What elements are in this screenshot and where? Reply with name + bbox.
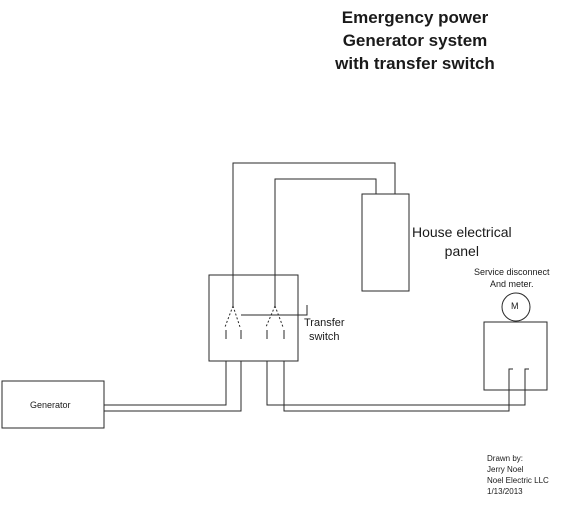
transfer-label-line-2: switch: [308, 331, 340, 343]
wire-service-outer: [283, 361, 513, 412]
transfer-switch-label: Transfer switch: [304, 316, 345, 344]
credit-line-1: Drawn by:: [487, 454, 524, 463]
transfer-label-leader: [241, 305, 308, 316]
switch-blade-left-b: [232, 305, 241, 328]
service-disconnect-label: Service disconnect And meter.: [474, 266, 550, 290]
switch-blade-right-b: [274, 305, 284, 328]
title-line-3: with transfer switch: [335, 54, 495, 73]
drawn-by-block: Drawn by: Jerry Noel Noel Electric LLC 1…: [487, 453, 549, 497]
service-label-line-2: And meter.: [490, 279, 534, 289]
diagram-title: Emergency power Generator system with tr…: [300, 6, 530, 75]
credit-line-4: 1/13/2013: [487, 487, 523, 496]
switch-blade-right-a: [265, 305, 276, 328]
wire-service-inner: [266, 361, 529, 406]
meter-circle: [501, 292, 531, 322]
wire-gen-top: [104, 361, 227, 406]
service-disconnect-box: [483, 321, 548, 391]
credit-line-2: Jerry Noel: [487, 465, 524, 474]
transfer-switch-box: [208, 274, 299, 362]
house-panel-label-line-2: panel: [444, 243, 479, 259]
switch-blade-left-a: [224, 305, 234, 328]
wire-panel-inner: [274, 178, 377, 306]
house-panel-label: House electrical panel: [412, 223, 512, 261]
generator-label: Generator: [30, 400, 71, 410]
house-panel-label-line-1: House electrical: [412, 224, 512, 240]
service-label-line-1: Service disconnect: [474, 267, 550, 277]
title-line-1: Emergency power: [341, 8, 489, 27]
credit-line-3: Noel Electric LLC: [487, 476, 549, 485]
meter-symbol: M: [511, 301, 519, 311]
title-line-2: Generator system: [342, 31, 488, 50]
wire-gen-bottom: [104, 361, 242, 412]
transfer-label-line-1: Transfer: [304, 317, 345, 329]
house-panel-box: [361, 193, 410, 292]
wire-panel-outer: [232, 162, 396, 306]
